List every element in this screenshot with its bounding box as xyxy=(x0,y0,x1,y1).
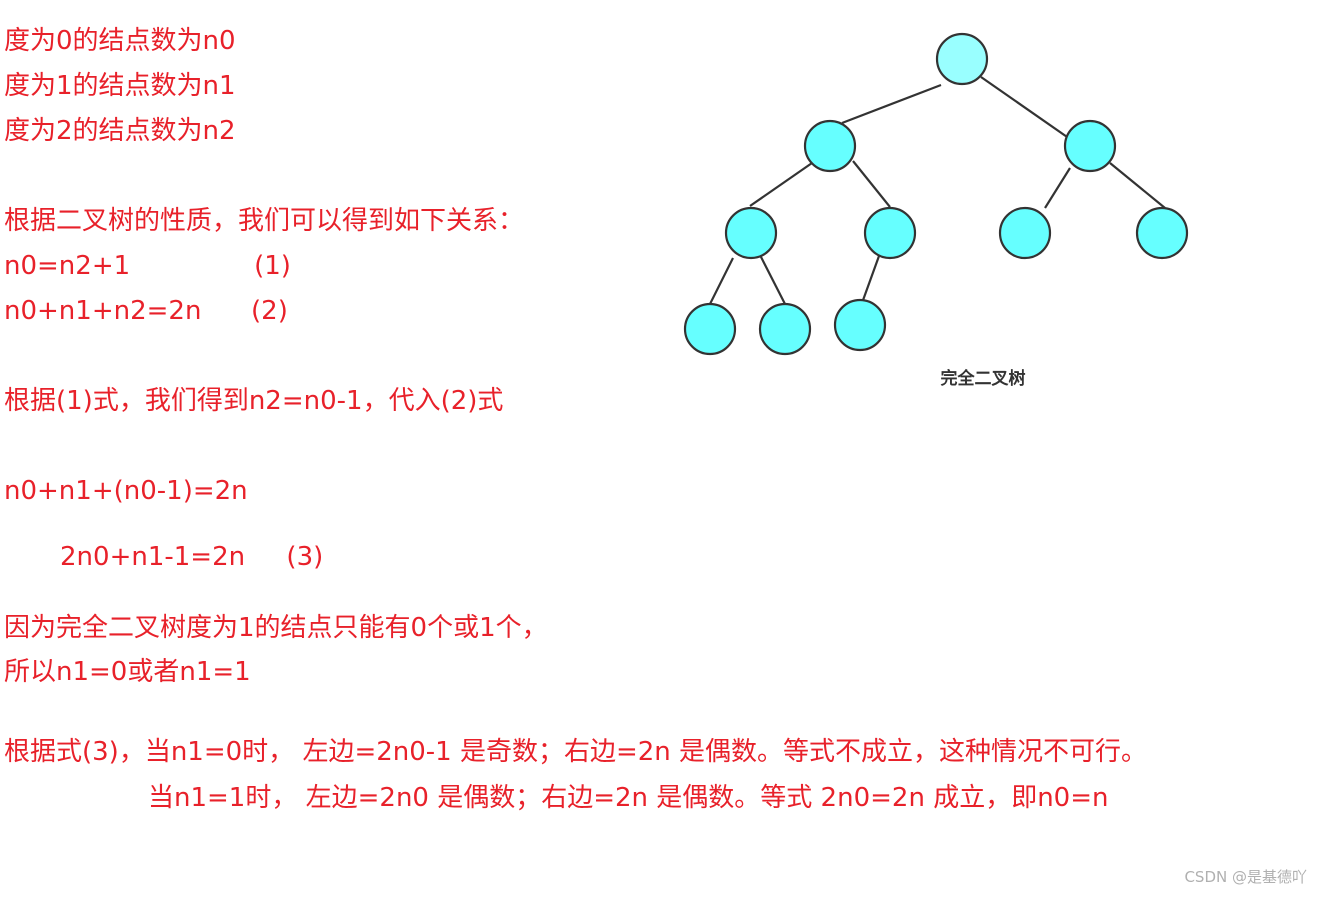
edge-c-f xyxy=(1044,167,1071,209)
tree-node xyxy=(724,206,778,260)
tree-edges xyxy=(709,76,1166,305)
tree-node-root xyxy=(935,32,989,86)
edge-b-e xyxy=(852,160,891,208)
tree-nodes xyxy=(683,32,1189,356)
tree-node xyxy=(998,206,1052,260)
line-equation-2: n0+n1+n2=2n (2) xyxy=(4,296,288,326)
edge-d-h xyxy=(709,257,734,305)
line-case-n1-1: 当n1=1时， 左边=2n0 是偶数；右边=2n 是偶数。等式 2n0=2n 成… xyxy=(148,783,1109,813)
edge-c-g xyxy=(1109,162,1166,209)
line-substitute: 根据(1)式，我们得到n2=n0-1，代入(2)式 xyxy=(4,386,504,416)
line-degree-1: 度为1的结点数为n1 xyxy=(4,71,236,101)
line-combined-equation: n0+n1+(n0-1)=2n xyxy=(4,476,248,506)
line-equation-1: n0=n2+1 (1) xyxy=(4,251,291,281)
line-case-n1-0: 根据式(3)，当n1=0时， 左边=2n0-1 是奇数；右边=2n 是偶数。等式… xyxy=(4,737,1148,767)
line-degree-2: 度为2的结点数为n2 xyxy=(4,116,236,146)
tree-caption: 完全二叉树 xyxy=(941,368,1026,389)
tree-node xyxy=(683,302,737,356)
edge-root-right xyxy=(980,76,1071,140)
tree-node xyxy=(803,119,857,173)
line-complete-tree-reason: 因为完全二叉树度为1的结点只能有0个或1个， xyxy=(4,613,548,643)
edge-root-left xyxy=(841,83,942,125)
tree-node xyxy=(1063,119,1117,173)
line-property-intro: 根据二叉树的性质，我们可以得到如下关系： xyxy=(4,206,525,236)
edge-b-d xyxy=(749,162,813,207)
complete-binary-tree-diagram: 完全二叉树 xyxy=(683,32,1189,389)
line-degree-0: 度为0的结点数为n0 xyxy=(4,26,236,56)
edge-e-j xyxy=(860,255,881,304)
line-n1-values: 所以n1=0或者n1=1 xyxy=(4,657,251,687)
tree-node xyxy=(758,302,812,356)
line-equation-3: 2n0+n1-1=2n (3) xyxy=(60,542,324,572)
tree-node xyxy=(833,298,887,352)
tree-node xyxy=(1135,206,1189,260)
edge-d-i xyxy=(759,254,786,305)
tree-node xyxy=(863,206,917,260)
watermark: CSDN @是基德吖 xyxy=(1184,868,1307,886)
